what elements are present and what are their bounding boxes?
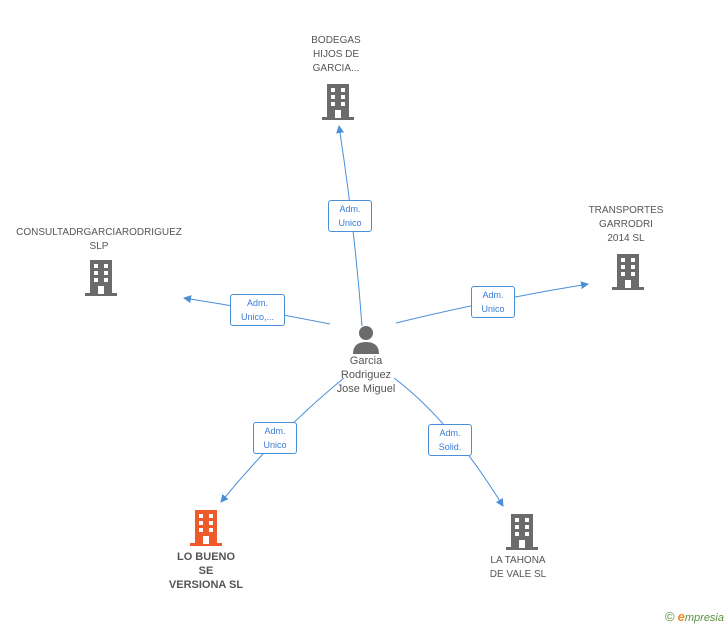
company-label: BODEGAS HIJOS DE GARCIA... <box>311 35 361 74</box>
relation-label-consulta[interactable]: Adm. Unico,... <box>230 294 285 326</box>
person-icon <box>353 326 379 354</box>
company-label: LA TAHONA DE VALE SL <box>489 555 547 580</box>
building-icon <box>322 84 354 120</box>
brand-logo: ©empresia <box>665 609 724 624</box>
brand-initial: e <box>677 609 685 624</box>
company-node-consulta[interactable]: CONSULTADRGARCIARODRIGUEZ SLP <box>8 226 190 254</box>
company-node-transportes[interactable]: TRANSPORTES GARRODRI 2014 SL <box>566 204 686 246</box>
company-label: TRANSPORTES GARRODRI 2014 SL <box>588 205 664 244</box>
brand-name: mpresia <box>684 612 724 624</box>
company-label: LO BUENO SE VERSIONA SL <box>168 551 244 591</box>
relation-label-latahona[interactable]: Adm. Solid. <box>428 424 472 456</box>
building-icon <box>85 260 117 296</box>
building-icon <box>506 514 538 550</box>
relation-label-transportes[interactable]: Adm. Unico <box>471 286 515 318</box>
company-label: CONSULTADRGARCIARODRIGUEZ SLP <box>16 227 182 252</box>
company-node-lobueno[interactable]: LO BUENO SE VERSIONA SL <box>146 550 266 592</box>
building-icon-highlight <box>190 510 222 546</box>
person-node[interactable]: Garcia Rodriguez Jose Miguel <box>316 324 416 396</box>
relation-label-lobueno[interactable]: Adm. Unico <box>253 422 297 454</box>
company-node-latahona[interactable]: LA TAHONA DE VALE SL <box>462 554 574 582</box>
person-name: Garcia Rodriguez Jose Miguel <box>336 355 396 395</box>
copyright-symbol: © <box>665 609 675 624</box>
relation-label-bodegas[interactable]: Adm. Unico <box>328 200 372 232</box>
building-icon <box>612 254 644 290</box>
company-node-bodegas[interactable]: BODEGAS HIJOS DE GARCIA... <box>286 34 386 76</box>
